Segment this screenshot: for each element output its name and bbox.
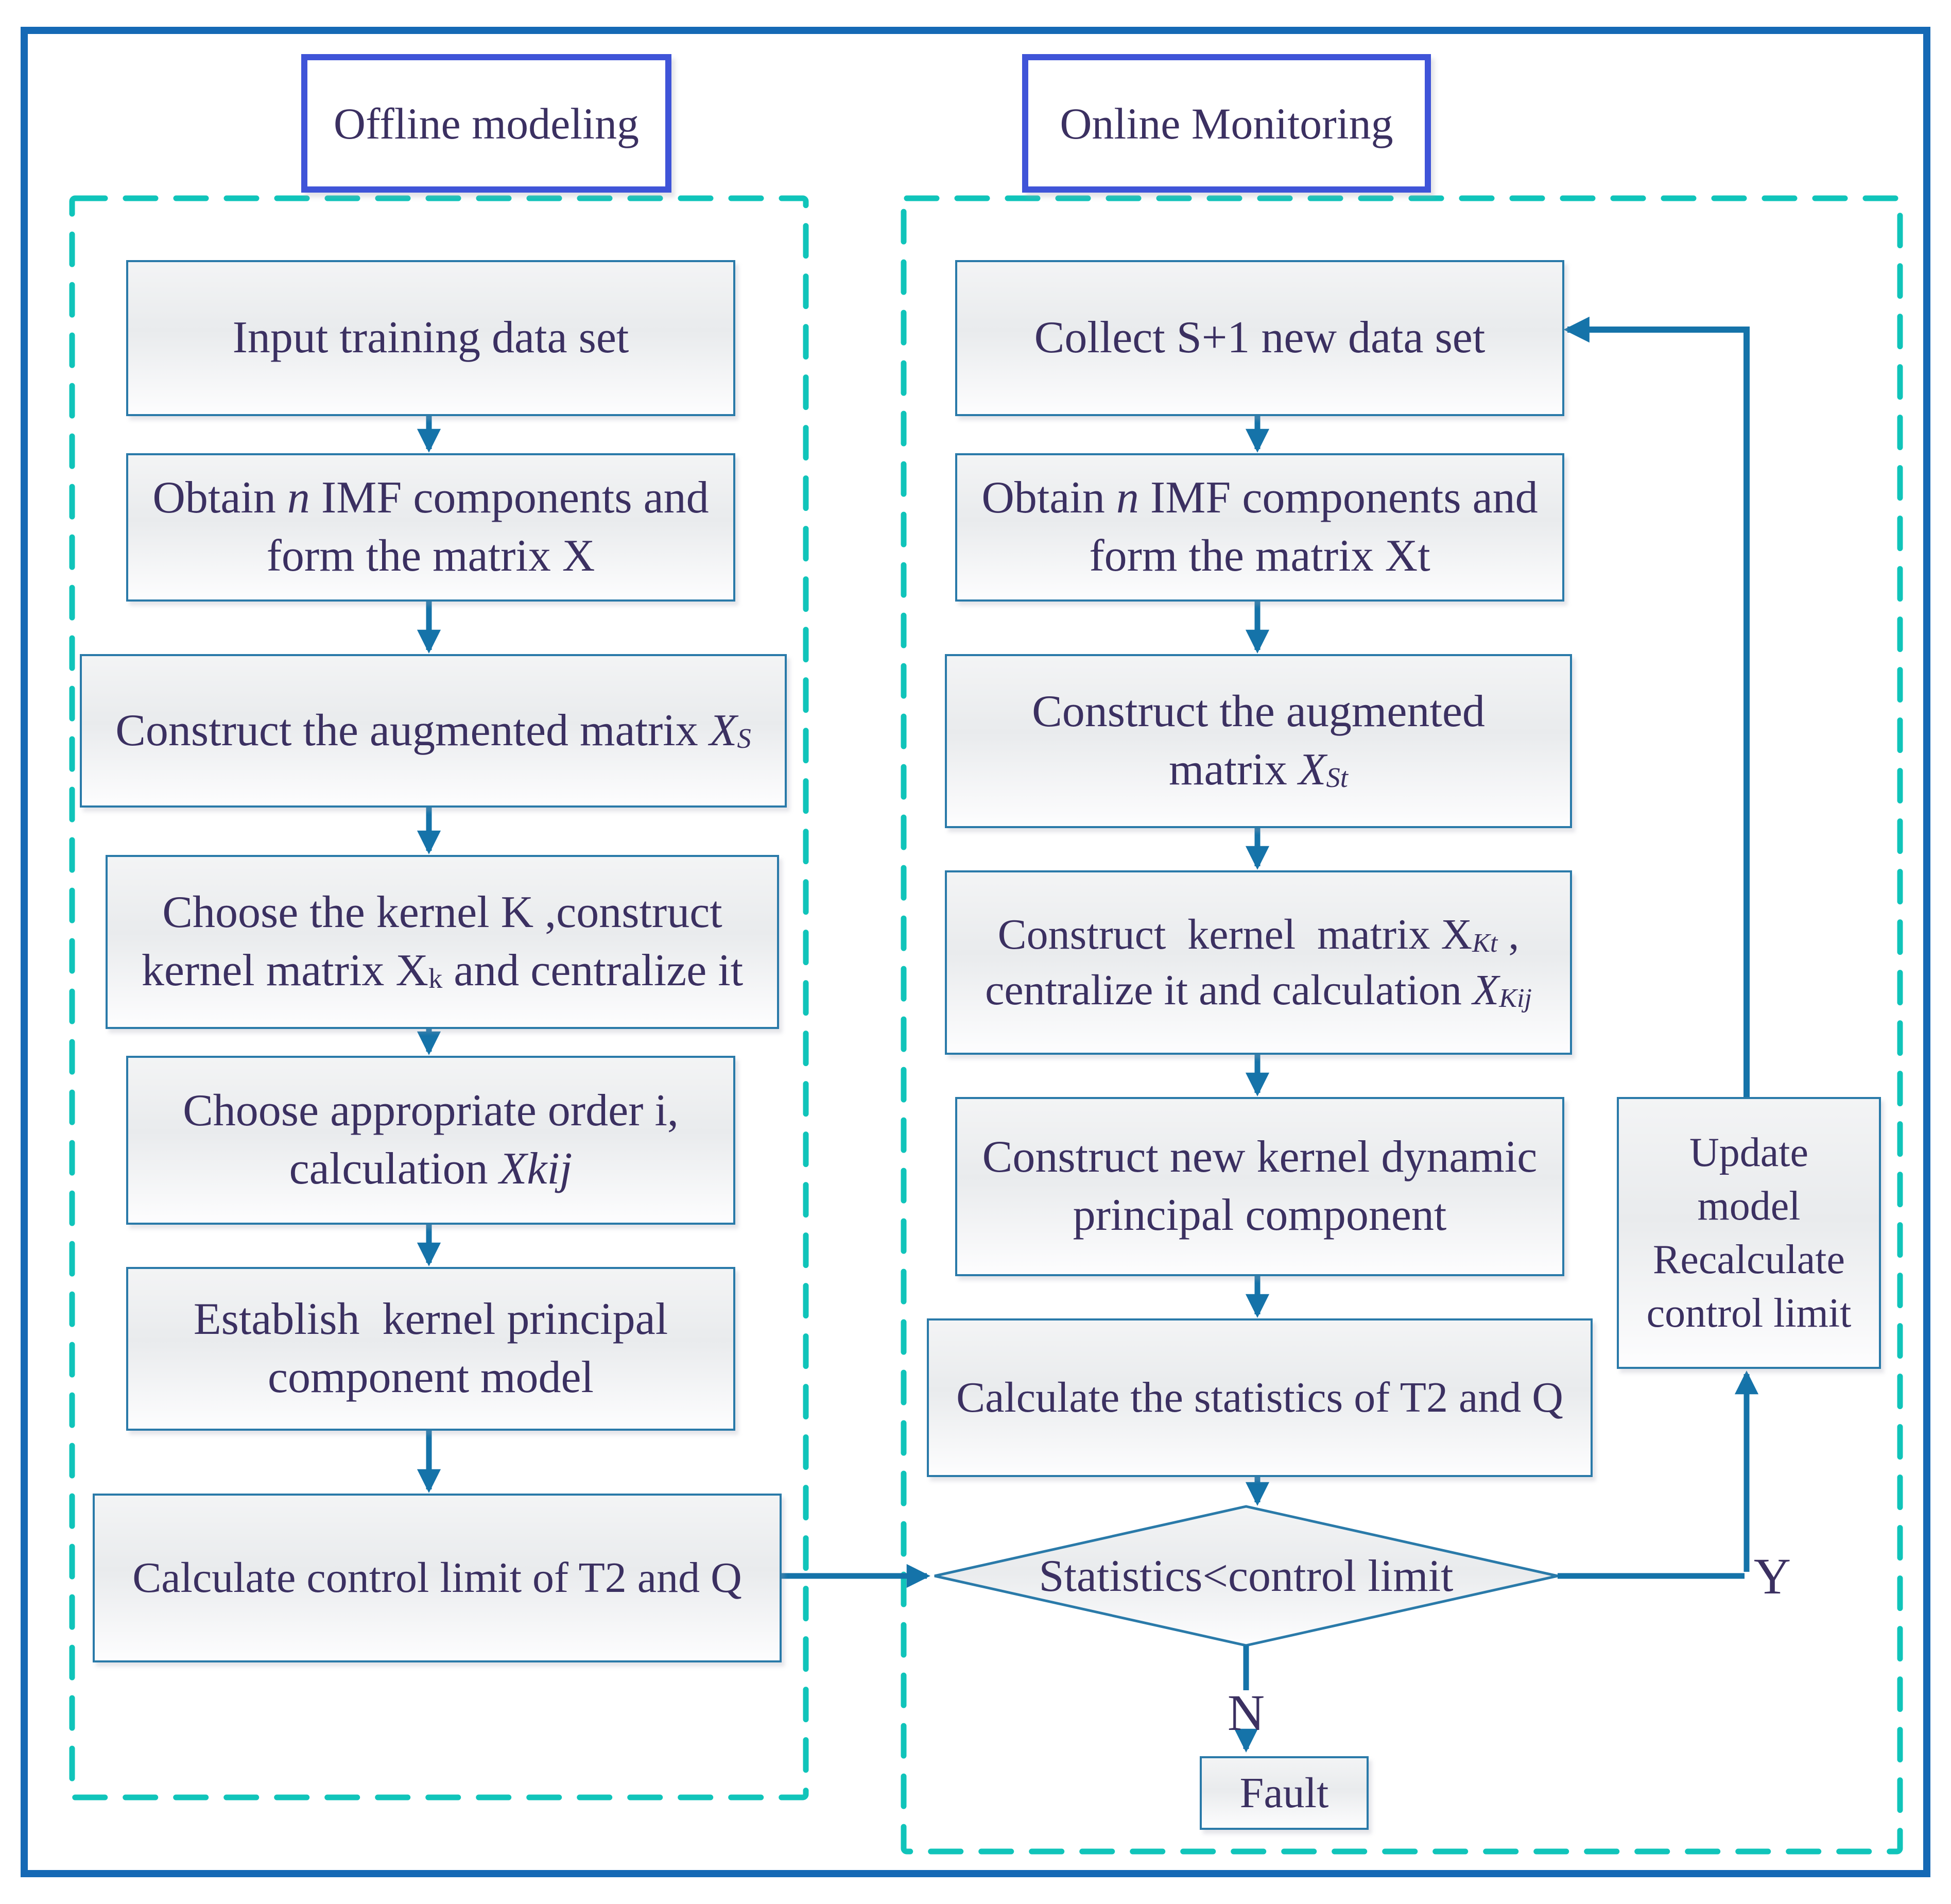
title-online-monitoring-text: Online Monitoring — [1060, 98, 1393, 148]
flow-box-text-line: Update — [1689, 1130, 1808, 1175]
title-online-monitoring: Online Monitoring — [1022, 54, 1431, 193]
outer-border — [21, 27, 1930, 1877]
flow-box-obtain-imf-x: Obtain n IMF components and form the matr… — [126, 453, 735, 602]
flow-box-text-line: Choose appropriate order i, — [183, 1086, 679, 1136]
title-offline-modeling: Offline modeling — [301, 54, 671, 193]
flow-box-text-line: model — [1697, 1183, 1801, 1229]
decision-label: Statistics<control limit — [1039, 1551, 1454, 1601]
flow-box-text-line: kernel matrix Xk and centralize it — [141, 946, 744, 996]
flow-box-fault: Fault — [1200, 1756, 1369, 1830]
flow-box-new-kernel-dynamic-pc: Construct new kernel dynamic principal co… — [955, 1097, 1564, 1276]
flow-box-text-line: Recalculate — [1652, 1237, 1845, 1282]
branch-label-yes: Y — [1753, 1547, 1791, 1605]
flow-box-text-line: Calculate the statistics of T2 and Q — [956, 1374, 1563, 1422]
flow-box-text-line: centralize it and calculation XKij — [985, 966, 1532, 1014]
flow-box-text-line: control limit — [1646, 1291, 1852, 1336]
flow-box-text-line: principal component — [1073, 1190, 1447, 1240]
flow-box-text-line: matrix XSt — [1169, 745, 1348, 795]
flow-box-obtain-imf-xt: Obtain n IMF components and form the matr… — [955, 453, 1564, 602]
flow-box-text-line: Input training data set — [232, 313, 629, 363]
flow-box-augmented-matrix-xs: Construct the augmented matrix XS — [80, 654, 787, 808]
flow-box-choose-kernel: Choose the kernel K ,construct kernel mat… — [106, 855, 779, 1029]
flow-box-input-training-data: Input training data set — [126, 260, 735, 416]
branch-label-no: N — [1227, 1684, 1265, 1741]
flow-box-kernel-matrix-xkt: Construct kernel matrix XKt , centralize … — [945, 870, 1572, 1055]
flow-box-text-line: Obtain n IMF components and — [152, 473, 709, 523]
flow-box-text-line: Construct kernel matrix XKt , — [997, 911, 1520, 959]
flow-box-text-line: form the matrix X — [266, 531, 595, 581]
flow-box-text-line: calculation Xkij — [289, 1144, 573, 1194]
flow-box-text-line: Construct the augmented matrix XS — [115, 705, 751, 756]
flow-box-establish-kpc-model: Establish kernel principal component mode… — [126, 1267, 735, 1431]
flow-box-text-line: Fault — [1239, 1769, 1329, 1817]
flow-box-text-line: Construct the augmented — [1032, 687, 1485, 737]
flow-box-text-line: Establish kernel principal — [193, 1294, 668, 1345]
flow-box-text-line: Calculate control limit of T2 and Q — [132, 1554, 742, 1602]
flow-box-choose-order: Choose appropriate order i, calculation X… — [126, 1056, 735, 1225]
flow-box-text-line: component model — [268, 1352, 594, 1402]
flow-box-calc-control-limit: Calculate control limit of T2 and Q — [93, 1494, 782, 1662]
flow-box-text-line: form the matrix Xt — [1089, 531, 1430, 581]
flow-box-calc-statistics: Calculate the statistics of T2 and Q — [927, 1318, 1593, 1477]
flow-box-text-line: Obtain n IMF components and — [981, 473, 1538, 523]
flow-box-text-line: Collect S+1 new data set — [1034, 313, 1486, 363]
flow-box-collect-new-data: Collect S+1 new data set — [955, 260, 1564, 416]
flow-box-text-line: Construct new kernel dynamic — [982, 1132, 1538, 1182]
flow-box-augmented-matrix-xst: Construct the augmented matrix XSt — [945, 654, 1572, 828]
flow-box-text-line: Choose the kernel K ,construct — [162, 887, 722, 938]
title-offline-modeling-text: Offline modeling — [333, 98, 640, 148]
